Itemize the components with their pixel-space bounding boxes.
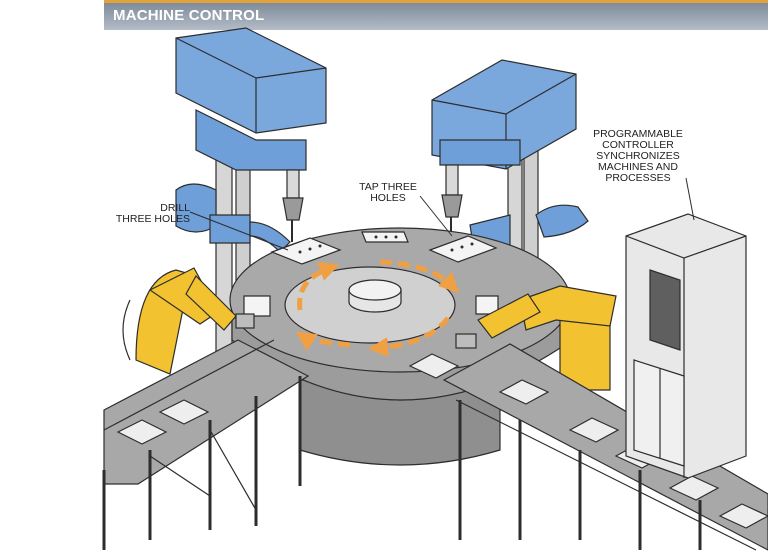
leader-lines xyxy=(189,177,695,251)
callout-controller-line-5: PROCESSES xyxy=(605,172,671,184)
controller-cabinet xyxy=(625,213,747,479)
robot-arm-right xyxy=(455,285,617,391)
callout-controller: PROGRAMMABLE CONTROLLER SYNCHRONIZES MAC… xyxy=(582,129,694,184)
callout-drill-line-1: DRILL xyxy=(160,202,190,214)
callout-tap-line-2: HOLES xyxy=(370,192,406,204)
drill-press-right xyxy=(431,59,589,371)
robot-arm-left xyxy=(122,267,255,375)
callout-controller-line-1: PROGRAMMABLE xyxy=(593,128,683,140)
callout-tap: TAP THREE HOLES xyxy=(348,182,428,204)
callout-tap-line-1: TAP THREE xyxy=(359,181,417,193)
callout-controller-line-3: SYNCHRONIZES xyxy=(596,150,680,162)
callout-controller-line-2: CONTROLLER xyxy=(602,139,674,151)
header-bar xyxy=(104,0,768,30)
conveyor-left xyxy=(102,339,310,550)
callout-drill-line-2: THREE HOLES xyxy=(115,213,190,225)
rotation-arrows xyxy=(295,259,460,358)
diagram-title: MACHINE CONTROL xyxy=(113,7,265,24)
callout-controller-line-4: MACHINES AND xyxy=(598,161,678,173)
callout-drill: DRILL THREE HOLES xyxy=(112,203,190,225)
drill-press-left xyxy=(175,27,327,361)
